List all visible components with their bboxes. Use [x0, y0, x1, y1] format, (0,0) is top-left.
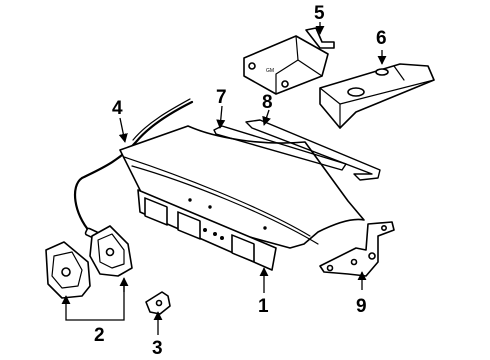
leader-lines — [61, 22, 387, 335]
callout-1: 1 — [258, 296, 269, 317]
callout-2: 2 — [94, 325, 105, 346]
callout-labels: 1 2 3 4 5 6 7 8 9 — [94, 3, 387, 359]
part-4-weatherstrip-cable — [74, 98, 194, 240]
part-5-latch-assembly: GM — [243, 27, 335, 95]
callout-9: 9 — [356, 296, 367, 317]
part-2-lock-brackets — [45, 225, 133, 299]
part-9-hinge — [319, 221, 395, 277]
part-6-trim-panel — [319, 63, 435, 129]
callout-8: 8 — [262, 92, 273, 113]
callout-4: 4 — [112, 98, 123, 119]
part-8-torsion-rod — [245, 119, 381, 181]
callout-6: 6 — [376, 28, 387, 49]
part-3-clip — [145, 291, 171, 315]
part-1-trunk-lid — [119, 125, 365, 271]
callout-7: 7 — [216, 87, 227, 108]
callout-5: 5 — [314, 3, 325, 24]
svg-text:GM: GM — [266, 68, 274, 74]
callout-3: 3 — [152, 338, 163, 359]
